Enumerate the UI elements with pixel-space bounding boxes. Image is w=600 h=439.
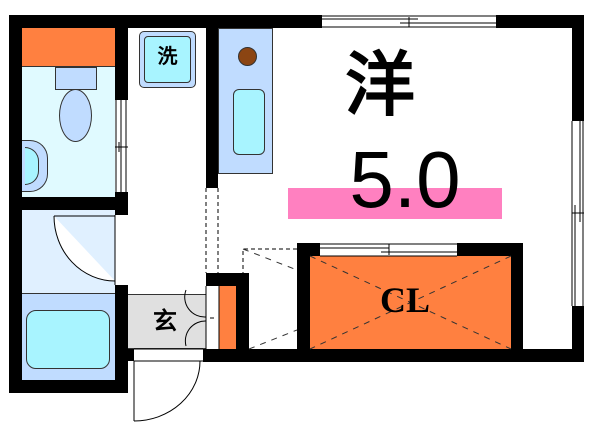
wall-closet-right [511,243,523,353]
wall-bath-right [115,285,128,393]
stove-burner-icon [238,47,257,66]
wall-closet-top-right [457,243,523,256]
wall-shoebox-right [236,273,249,362]
wall-toilet-washroom [9,197,128,210]
wall-toilet-right-bottom [115,192,128,215]
bathtub-icon [26,310,110,369]
entrance-floor [128,294,206,349]
wall-right-bottom [572,306,584,362]
washing-machine-label: 洗 [157,44,178,68]
hand-sink-icon [22,140,48,192]
size-highlight-bar [288,188,502,219]
western-room-size: 5.0 [349,135,461,224]
wall-entrance-bottom [128,349,134,361]
wall-right-top [572,15,584,121]
wall-kitchen-left [206,28,218,188]
toilet-shelf [22,28,115,67]
wall-toilet-right-top [115,15,128,100]
wall-bottom-left [9,380,128,393]
wall-closet-left [297,243,310,353]
wall-top-right [495,15,584,28]
wall-top-left [9,15,332,28]
kitchen-sink-icon [233,89,265,155]
western-room-label: 洋 [345,44,415,126]
toilet-bowl-icon [59,89,92,142]
washing-machine-icon: 洗 [139,31,196,88]
shoe-cabinet [219,286,236,349]
entrance-label: 玄 [153,307,177,335]
closet-label: CL [379,280,430,320]
